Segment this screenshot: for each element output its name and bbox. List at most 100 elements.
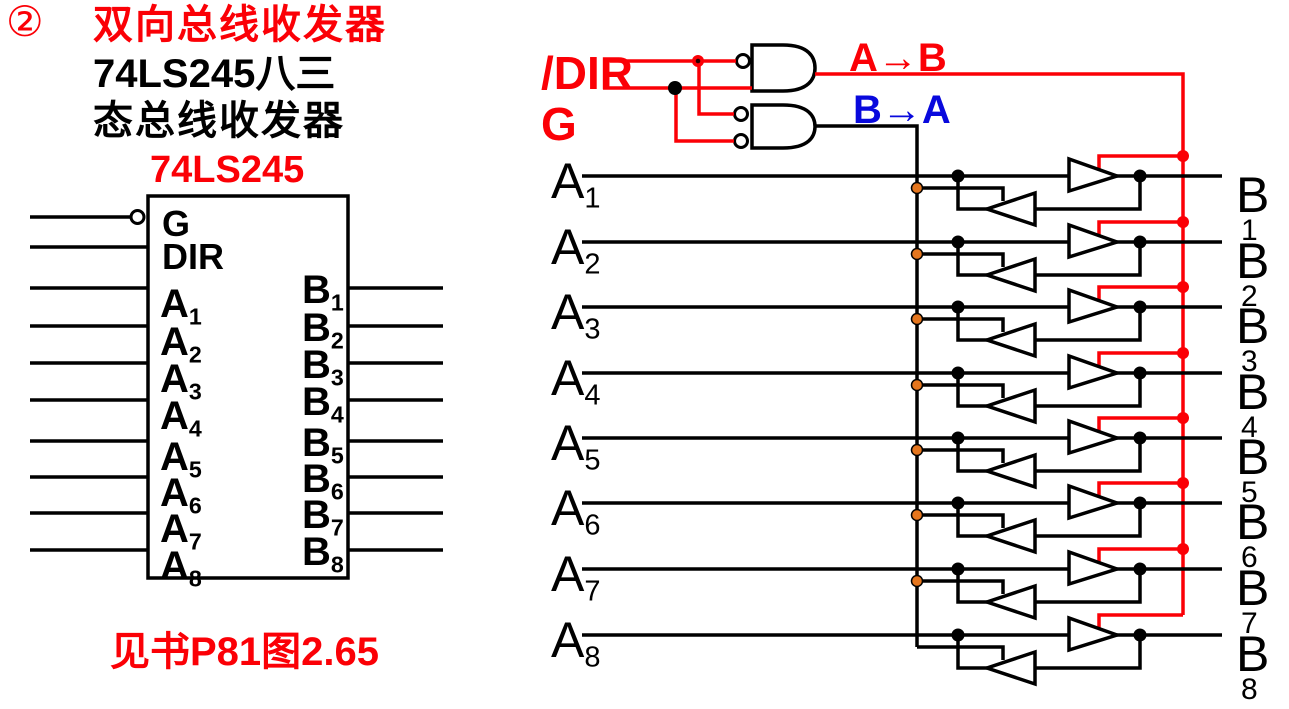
channel-b-label: B — [1236, 364, 1270, 420]
junction-dot — [951, 628, 965, 642]
reverse-buffer — [981, 190, 1037, 228]
junction-dot — [1133, 169, 1147, 183]
forward-enable-wire — [1097, 547, 1183, 562]
chip-pin-label-a: A6 — [160, 471, 202, 519]
g-branch-wire — [674, 88, 734, 143]
junction-dot — [951, 496, 965, 510]
b-to-a-label: B→A — [853, 88, 951, 132]
chip-pin-label-a: A5 — [160, 435, 202, 483]
pin-subscript: 7 — [188, 528, 202, 555]
channel-b-subscript: 2 — [1241, 280, 1258, 313]
reverse-output-wire — [956, 242, 987, 277]
reverse-enable-wire — [917, 448, 1005, 463]
b-to-a-enable-rail — [815, 124, 919, 647]
chip-pin-label-b: B1 — [302, 268, 344, 316]
channel-b-label: B — [1236, 494, 1270, 550]
pin-subscript: 8 — [584, 641, 601, 674]
junction-dot — [951, 562, 965, 576]
reverse-enable-wire — [917, 579, 1005, 594]
forward-enable-junction-dot — [1177, 477, 1189, 489]
junction-dot — [1133, 300, 1147, 314]
channel-b-label: B — [1236, 233, 1270, 289]
pin-subscript: 7 — [330, 514, 344, 541]
forward-buffer — [1067, 549, 1123, 587]
junction-dot — [1133, 235, 1147, 249]
pin-subscript: 1 — [330, 289, 344, 316]
reverse-enable-junction-dot — [910, 378, 924, 392]
reverse-input-wire — [1035, 569, 1142, 604]
chip-pin-label-a: A1 — [160, 282, 202, 330]
chip-pin-label-g: G — [162, 203, 191, 244]
a-to-b-enable-rail — [815, 72, 1185, 615]
junction-dot — [668, 81, 682, 95]
channel-a-label: A6 — [551, 480, 601, 542]
a-to-b-label: A→B — [849, 36, 947, 80]
junction-dot — [1133, 431, 1147, 445]
reverse-buffer — [981, 452, 1037, 490]
forward-enable-junction-dot — [1177, 216, 1189, 228]
slide-subtitle-line2: 态总线收发器 — [93, 99, 345, 143]
pin-subscript: 2 — [584, 248, 601, 281]
chip-pin-label-b: B5 — [302, 421, 344, 469]
junction-dot — [1133, 496, 1147, 510]
pin-subscript: 8 — [330, 551, 344, 578]
reverse-input-wire — [1035, 176, 1142, 211]
and-gate-a-to-b — [750, 43, 817, 93]
chip-title: 74LS245 — [150, 149, 305, 191]
pin-subscript: 3 — [330, 364, 344, 391]
chip-pin-label-a: A2 — [160, 320, 202, 368]
chip-pin-label-dir: DIR — [162, 236, 224, 277]
chip-pin-label-b: B3 — [302, 343, 344, 391]
reverse-enable-wire — [917, 513, 1005, 528]
reverse-output-wire — [956, 635, 987, 670]
reverse-output-wire — [956, 503, 987, 538]
junction-dot-center — [695, 58, 701, 64]
channel-b-subscript: 1 — [1241, 214, 1258, 247]
dir-signal-label: /DIR — [541, 47, 633, 99]
pin-subscript: 8 — [188, 565, 202, 592]
reverse-buffer — [981, 256, 1037, 294]
pin-subscript: 7 — [584, 575, 601, 608]
chip-pin-label-b: B6 — [302, 457, 344, 505]
bullet-number: ② — [6, 0, 44, 45]
reverse-buffer — [981, 583, 1037, 621]
reverse-input-wire — [1035, 242, 1142, 277]
channel-b-label: B — [1236, 560, 1270, 616]
pin-subscript: 4 — [330, 401, 344, 428]
forward-buffer — [1067, 287, 1123, 325]
chip-pin-label-a: A4 — [160, 394, 202, 442]
reverse-input-wire — [1035, 438, 1142, 473]
reverse-output-wire — [956, 373, 987, 408]
pin-subscript: 3 — [584, 313, 601, 346]
junction-dot — [951, 431, 965, 445]
junction-dot — [1133, 628, 1147, 642]
pin-subscript: 5 — [584, 444, 601, 477]
forward-buffer — [1067, 156, 1123, 194]
reverse-enable-wire — [917, 252, 1005, 267]
forward-buffer — [1067, 353, 1123, 391]
channel-a-label: A7 — [551, 546, 601, 608]
channel-a-label: A1 — [551, 153, 601, 215]
inverter-bubble-icon — [733, 106, 749, 122]
chip-outline — [146, 194, 350, 580]
chip-pin-label-b: B2 — [302, 306, 344, 354]
channel-b-subscript: 4 — [1241, 411, 1258, 444]
reverse-input-wire — [1035, 503, 1142, 538]
inverter-bubble-icon — [129, 209, 146, 225]
forward-buffer — [1067, 615, 1123, 653]
reverse-output-wire — [956, 438, 987, 473]
forward-enable-wire — [1097, 285, 1183, 300]
chip-pin-label-b: B4 — [302, 380, 344, 428]
channel-b-subscript: 6 — [1241, 541, 1258, 574]
forward-enable-junction-dot — [1177, 412, 1189, 424]
pin-subscript: 3 — [188, 378, 202, 405]
forward-buffer — [1067, 483, 1123, 521]
chip-pin-label-b: B7 — [302, 493, 344, 541]
slide-subtitle-line1: 74LS245八三 — [93, 52, 336, 96]
reverse-buffer — [981, 387, 1037, 425]
forward-buffer — [1067, 418, 1123, 456]
dir-branch-wire — [697, 61, 734, 116]
pin-subscript: 6 — [584, 509, 601, 542]
